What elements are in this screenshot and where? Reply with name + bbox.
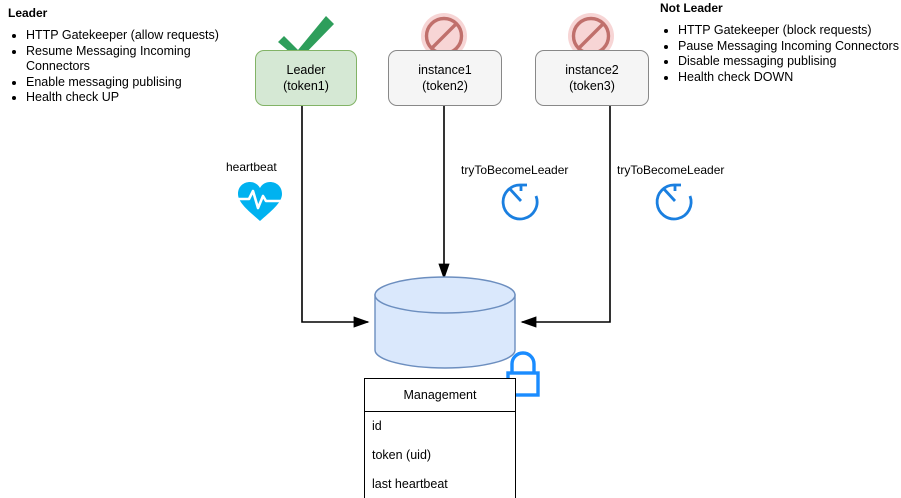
list-item: Enable messaging publising [26, 75, 256, 91]
check-icon [278, 16, 334, 60]
database-cylinder-icon [374, 276, 516, 369]
list-item: HTTP Gatekeeper (block requests) [678, 23, 901, 39]
management-table: Management id token (uid) last heartbeat… [364, 378, 516, 498]
edge-label-heartbeat: heartbeat [226, 160, 277, 174]
list-item: Health check UP [26, 90, 256, 106]
table-row: id [372, 419, 382, 433]
node-instance2-token: (token3) [569, 79, 615, 93]
heartbeat-icon [237, 182, 283, 221]
list-item: Health check DOWN [678, 70, 901, 86]
table-row: last heartbeat (timestamp) [372, 477, 448, 491]
management-table-title: Management [365, 379, 515, 412]
timer-icon [655, 183, 693, 221]
legend-not-leader: Not Leader HTTP Gatekeeper (block reques… [660, 1, 901, 85]
table-row: token (uid) [372, 448, 432, 462]
node-instance2[interactable]: instance2 (token3) [535, 50, 649, 106]
legend-leader-list: HTTP Gatekeeper (allow requests) Resume … [8, 28, 256, 106]
list-item: Pause Messaging Incoming Connectors [678, 39, 901, 55]
node-leader[interactable]: Leader (token1) [255, 50, 357, 106]
node-instance1-name: instance1 [418, 63, 472, 77]
edge-instance2-to-db [520, 106, 611, 328]
node-instance1[interactable]: instance1 (token2) [388, 50, 502, 106]
list-item: Resume Messaging Incoming Connectors [26, 44, 256, 75]
legend-not-leader-title: Not Leader [660, 1, 723, 15]
legend-leader: Leader HTTP Gatekeeper (allow requests) … [8, 6, 258, 106]
edge-leader-to-db [301, 106, 370, 328]
node-leader-name: Leader [286, 63, 326, 77]
timer-icon [501, 183, 539, 221]
list-item: Disable messaging publising [678, 54, 901, 70]
node-leader-token: (token1) [283, 79, 329, 93]
list-item: HTTP Gatekeeper (allow requests) [26, 28, 256, 44]
node-instance2-name: instance2 [565, 63, 619, 77]
edge-label-try-become-leader-2: tryToBecomeLeader [617, 163, 725, 177]
edge-label-try-become-leader-1: tryToBecomeLeader [461, 163, 569, 177]
legend-leader-title: Leader [8, 6, 48, 20]
legend-not-leader-list: HTTP Gatekeeper (block requests) Pause M… [660, 23, 901, 85]
node-instance1-token: (token2) [422, 79, 468, 93]
